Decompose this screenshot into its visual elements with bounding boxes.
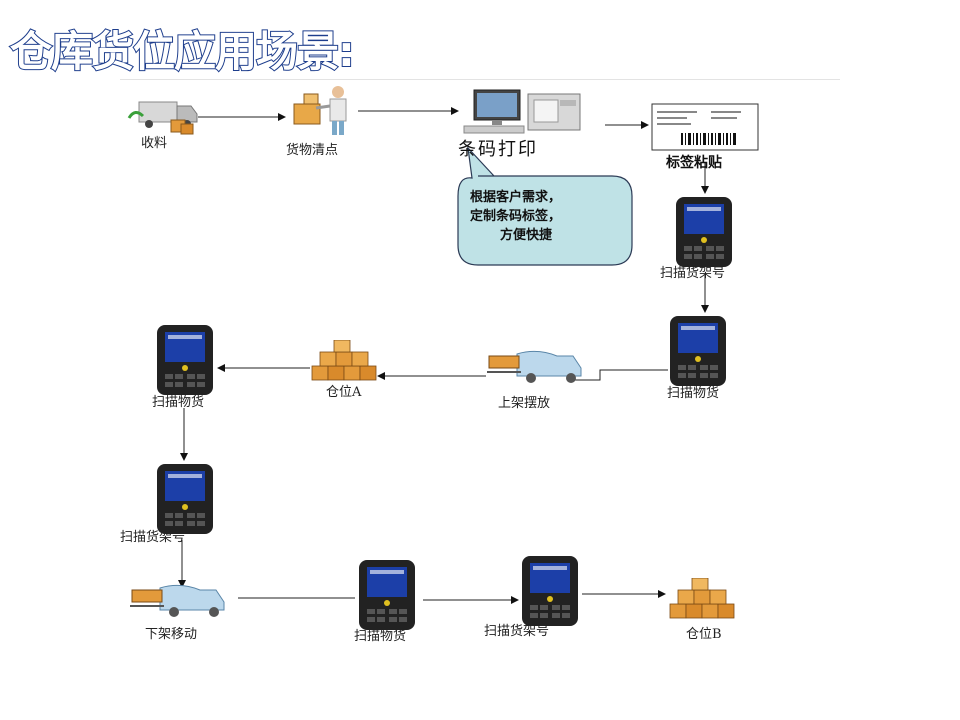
- label-scan-shelf-1: 扫描货架号: [660, 266, 726, 281]
- arrow-scan-to-shelve: [568, 369, 668, 381]
- handheld-scanner-icon: [674, 196, 734, 272]
- page-title: 仓库货位应用场景:: [9, 26, 356, 77]
- label-scan-goods-1: 扫描物货: [667, 386, 720, 401]
- boxes-icon: [668, 577, 740, 626]
- label-warehouse-b: 仓位B: [686, 627, 722, 642]
- handheld-scanner-icon: [155, 324, 215, 400]
- boxes-icon: [310, 339, 382, 388]
- label-scan-goods-3: 扫描物货: [354, 629, 407, 644]
- forklift-icon: [130, 584, 240, 624]
- callout-line-2: 定制条码标签，: [470, 209, 562, 224]
- label-print: 条码打印: [458, 139, 538, 160]
- callout-bubble: [457, 146, 633, 266]
- callout-line-3: 方便快捷: [500, 228, 553, 243]
- truck-icon: [125, 96, 200, 142]
- label-scan-shelf-2: 扫描货架号: [120, 530, 186, 545]
- title-divider: [120, 79, 840, 80]
- handheld-scanner-icon: [520, 555, 580, 631]
- callout-line-1: 根据客户需求，: [470, 190, 562, 205]
- callout-text: 根据客户需求， 定制条码标签， 方便快捷: [470, 188, 610, 245]
- handheld-scanner-icon: [357, 559, 417, 635]
- handheld-scanner-icon: [155, 463, 215, 539]
- label-warehouse-a: 仓位A: [326, 385, 362, 400]
- computer-printer-icon: [460, 86, 585, 140]
- label-unshelve: 下架移动: [145, 627, 198, 642]
- label-shelve: 上架摆放: [498, 396, 551, 411]
- label-scan-goods-2: 扫描物货: [152, 395, 205, 410]
- label-receive: 收料: [141, 136, 168, 151]
- worker-icon: [288, 84, 358, 140]
- forklift-icon: [487, 350, 597, 390]
- label-paste: 标签粘贴: [666, 155, 722, 171]
- label-scan-shelf-3: 扫描货架号: [484, 624, 550, 639]
- label-count: 货物清点: [286, 143, 339, 158]
- barcode-label-icon: [651, 103, 761, 157]
- handheld-scanner-icon: [668, 315, 728, 391]
